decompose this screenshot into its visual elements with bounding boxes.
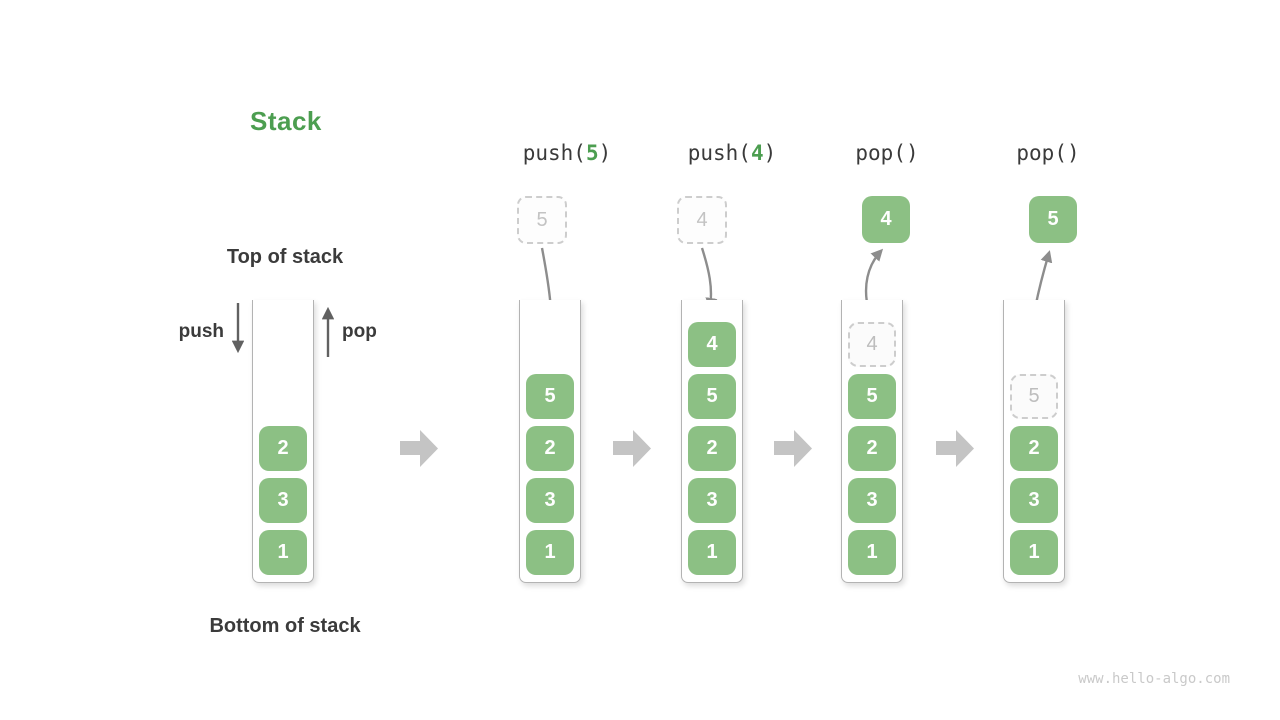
op-label-arg: 4	[750, 141, 764, 165]
push4-curved-arrow-icon	[700, 247, 718, 310]
op-label-arg: 5	[585, 141, 599, 165]
diagram-title: Stack	[250, 106, 322, 136]
stack-element: 3	[259, 478, 307, 523]
stack-element: 2	[1010, 426, 1058, 471]
stack-container-initial: 2 3 1	[252, 300, 314, 583]
op-label-prefix: push(	[687, 141, 751, 165]
operation-label-push5: push(5)	[512, 141, 622, 165]
operation-label-push4: push(4)	[677, 141, 787, 165]
stack-element: 2	[848, 426, 896, 471]
stack-element: 3	[526, 478, 574, 523]
op-label-suffix: )	[763, 141, 777, 165]
top-of-stack-label: Top of stack	[226, 246, 344, 268]
popped-element: 4	[862, 196, 910, 243]
stack-element-ghost: 5	[1010, 374, 1058, 419]
stack-element: 3	[848, 478, 896, 523]
stack-container-after-pop2: 5 2 3 1	[1003, 300, 1065, 583]
stack-element: 1	[259, 530, 307, 575]
stack-element: 2	[688, 426, 736, 471]
stack-element: 2	[259, 426, 307, 471]
stack-element-ghost: 4	[848, 322, 896, 367]
stack-element: 5	[688, 374, 736, 419]
operation-label-pop2: pop()	[993, 141, 1103, 165]
step-arrow-icon	[936, 430, 974, 467]
stack-element: 2	[526, 426, 574, 471]
op-label-prefix: pop()	[1016, 141, 1080, 165]
stack-container-after-push4: 4 5 2 3 1	[681, 300, 743, 583]
stack-element: 1	[688, 530, 736, 575]
watermark: www.hello-algo.com	[1078, 671, 1230, 687]
op-label-prefix: push(	[522, 141, 586, 165]
push-label: push	[178, 321, 224, 342]
pop-label: pop	[342, 321, 377, 342]
op-label-suffix: )	[598, 141, 612, 165]
operation-label-pop1: pop()	[832, 141, 942, 165]
stack-element: 3	[688, 478, 736, 523]
stack-container-after-push5: 5 2 3 1	[519, 300, 581, 583]
step-arrow-icon	[613, 430, 651, 467]
stack-element: 1	[1010, 530, 1058, 575]
incoming-element-ghost: 5	[517, 196, 567, 244]
stack-element: 5	[526, 374, 574, 419]
step-arrow-icon	[400, 430, 438, 467]
incoming-element-ghost: 4	[677, 196, 727, 244]
stack-element: 5	[848, 374, 896, 419]
step-arrow-icon	[774, 430, 812, 467]
bottom-of-stack-label: Bottom of stack	[209, 615, 361, 637]
stack-container-after-pop1: 4 5 2 3 1	[841, 300, 903, 583]
op-label-prefix: pop()	[855, 141, 919, 165]
stack-element: 1	[526, 530, 574, 575]
popped-element: 5	[1029, 196, 1077, 243]
stack-element: 3	[1010, 478, 1058, 523]
stack-element: 4	[688, 322, 736, 367]
stack-element: 1	[848, 530, 896, 575]
